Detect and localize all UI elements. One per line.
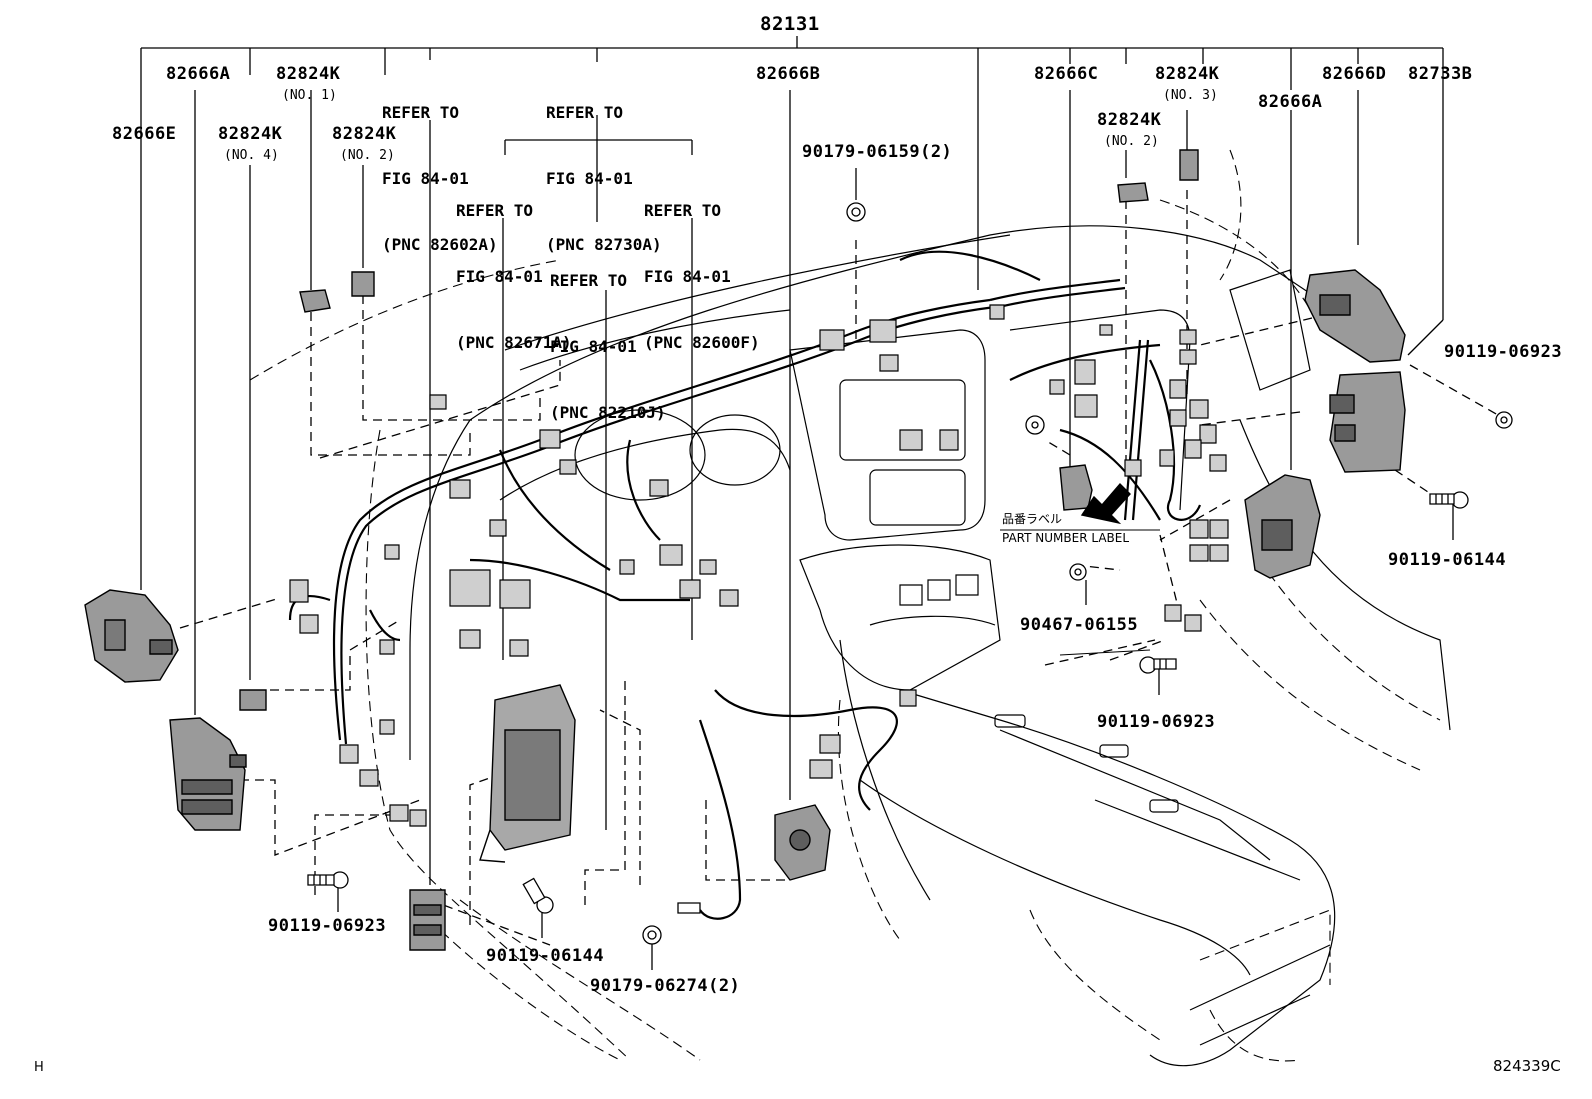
component-82666A-right: [1245, 475, 1320, 578]
component-82666E: [85, 590, 178, 682]
component-82733B: [1330, 372, 1405, 472]
reference-82602A: REFER TO FIG 84-01 (PNC 82602A): [382, 103, 498, 254]
leader-lines: [195, 64, 1453, 970]
component-82602A-module: [410, 890, 445, 950]
callout-82824K-no3: 82824K: [1155, 64, 1220, 84]
reference-82210J: REFER TO FIG 84-01 (PNC 82210J): [550, 271, 666, 422]
callout-90119-06144-right: 90119-06144: [1388, 550, 1507, 570]
shaded-components: [85, 150, 1405, 950]
callout-90119-06923-middle: 90119-06923: [1097, 712, 1216, 732]
junction-block: [480, 685, 575, 862]
fasteners: [308, 203, 1512, 944]
component-82824K-no4: [240, 690, 266, 710]
callout-90179-06159: 90179-06159(2): [802, 142, 953, 162]
reference-bracket: [505, 115, 692, 222]
callout-82666C: 82666C: [1034, 64, 1099, 84]
callout-82666A-left: 82666A: [166, 64, 231, 84]
callout-82666E: 82666E: [112, 124, 177, 144]
component-82666B: [775, 805, 830, 880]
callout-82824K-no1-note: (NO. 1): [282, 88, 337, 103]
component-82824K-no1: [300, 290, 330, 312]
component-82666C: [1060, 465, 1092, 510]
callout-90119-06923-right: 90119-06923: [1444, 342, 1563, 362]
reference-82600F: REFER TO FIG 84-01 (PNC 82600F): [644, 201, 760, 352]
callout-82824K-no1: 82824K: [276, 64, 341, 84]
dashboard-outline: [410, 226, 1450, 1066]
callout-90179-06274: 90179-06274(2): [590, 976, 741, 996]
callout-90467-06155: 90467-06155: [1020, 615, 1139, 635]
part-label-english: PART NUMBER LABEL: [1002, 531, 1130, 545]
callout-82824K-no2-right: 82824K: [1097, 110, 1162, 130]
component-82666A-left: [170, 718, 246, 830]
dashed-leaders: [180, 190, 1498, 945]
harness-connectors: [290, 305, 1228, 826]
part-label-japanese: 品番ラベル: [1002, 512, 1063, 526]
callout-82824K-no2-right-note: (NO. 2): [1104, 134, 1159, 149]
part-number-label-arrow: [1082, 484, 1130, 523]
callout-82824K-no3-note: (NO. 3): [1163, 88, 1218, 103]
component-82666D: [1305, 270, 1405, 362]
figure-code: 824339C: [1493, 1057, 1561, 1075]
callout-90119-06923-left: 90119-06923: [268, 916, 387, 936]
assembly-number: 82131: [760, 13, 820, 35]
callout-82666B: 82666B: [756, 64, 821, 84]
label-pointer-lines: [1000, 530, 1160, 655]
component-82824K-no2-right: [1118, 183, 1148, 202]
reference-82730A: REFER TO FIG 84-01 (PNC 82730A): [546, 103, 662, 254]
callout-82733B: 82733B: [1408, 64, 1473, 84]
callout-82824K-no4-note: (NO. 4): [224, 148, 279, 163]
component-82824K-no2-left: [352, 272, 374, 296]
callout-90119-06144-bottom: 90119-06144: [486, 946, 605, 966]
callout-82824K-no4: 82824K: [218, 124, 283, 144]
callout-82824K-no2-left: 82824K: [332, 124, 397, 144]
component-82824K-no3: [1180, 150, 1198, 180]
callout-82824K-no2-left-note: (NO. 2): [340, 148, 395, 163]
callout-82666A-right: 82666A: [1258, 92, 1323, 112]
assembly-bracket: [141, 36, 1443, 590]
reference-82671A: REFER TO FIG 84-01 (PNC 82671A): [456, 201, 572, 352]
callout-82666D: 82666D: [1322, 64, 1387, 84]
footer-left-mark: H: [34, 1060, 44, 1075]
